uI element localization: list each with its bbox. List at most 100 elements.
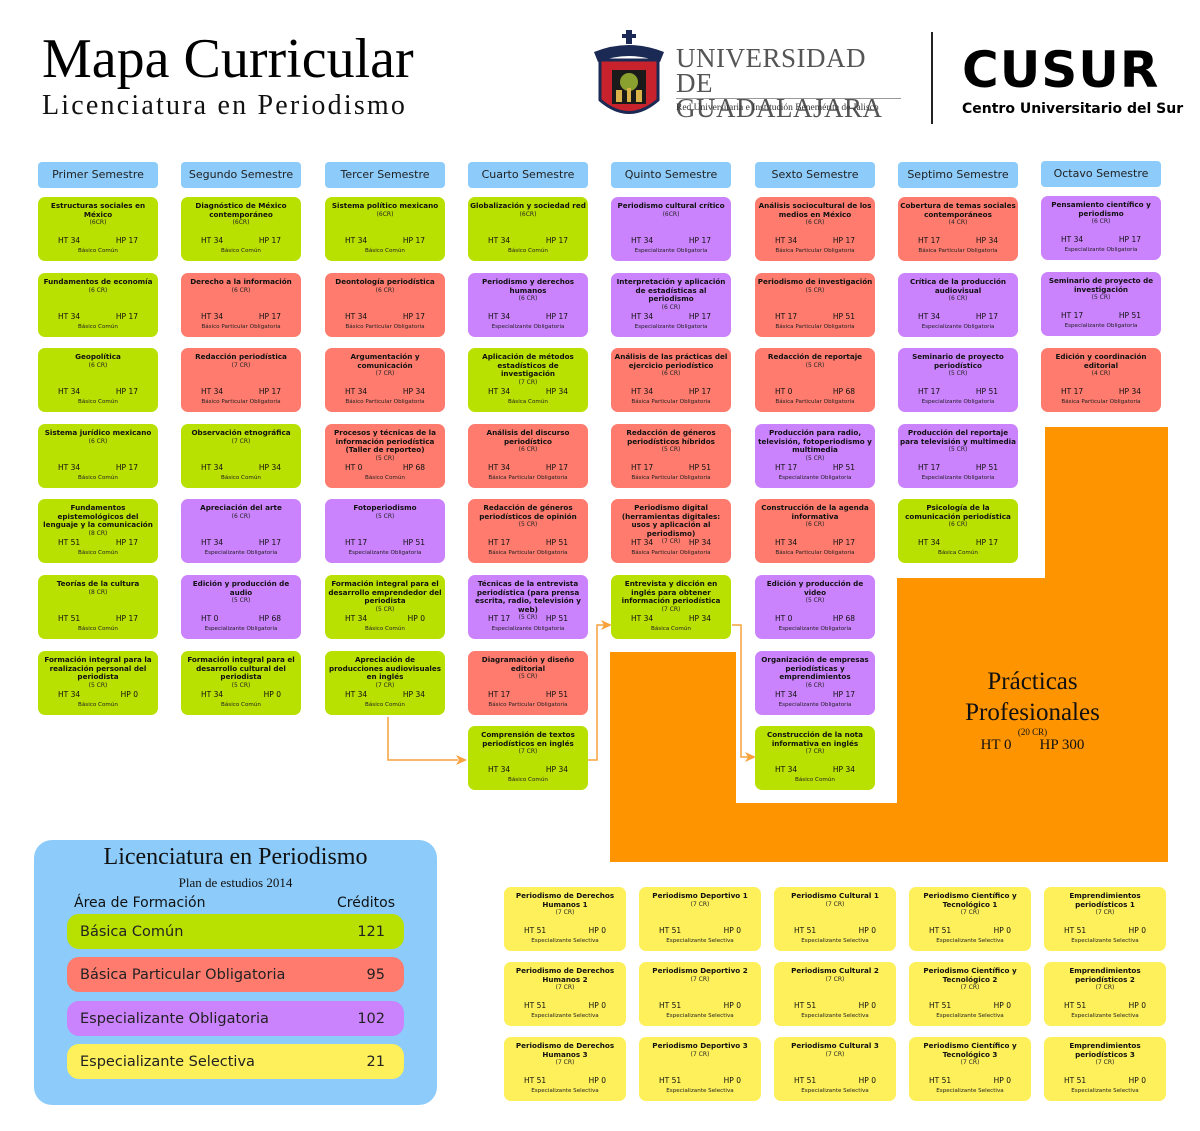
course-card[interactable]: Periodismo digital (herramientas digital… <box>611 499 731 563</box>
course-card[interactable]: Periodismo de Derechos Humanos 1(7 CR)HT… <box>504 887 626 951</box>
cusur-logo: CUSUR <box>962 41 1160 99</box>
course-card[interactable]: Emprendimientos periodísticos 2(7 CR)HT … <box>1044 962 1166 1026</box>
practice-hours: HP 17 <box>975 538 998 547</box>
course-card[interactable]: Interpretación y aplicación de estadísti… <box>611 273 731 337</box>
course-card[interactable]: Fundamentos epistemológicos del lenguaje… <box>38 499 158 563</box>
course-card[interactable]: Periodismo Científico y Tecnológico 2(7 … <box>909 962 1031 1026</box>
course-card[interactable]: Crítica de la producción audiovisual(6 C… <box>898 273 1018 337</box>
course-card[interactable]: Construcción de la nota informativa en i… <box>755 726 875 790</box>
course-card[interactable]: Pensamiento científico y periodismo(6 CR… <box>1041 196 1161 260</box>
course-card[interactable]: Entrevista y dicción en inglés para obte… <box>611 575 731 639</box>
course-card[interactable]: Análisis del discurso periodístico(6 CR)… <box>468 424 588 488</box>
practice-hours: HP 0 <box>588 926 606 935</box>
course-area: Especializante Obligatoria <box>491 626 565 632</box>
course-card[interactable]: Estructuras sociales en México(6CR)HT 34… <box>38 197 158 261</box>
course-area: Especializante Selectiva <box>666 1013 734 1019</box>
practice-hours: HP 17 <box>688 312 711 321</box>
course-card[interactable]: Seminario de proyecto de investigación(5… <box>1041 272 1161 336</box>
course-card[interactable]: Formación integral para el desarrollo em… <box>325 575 445 639</box>
course-card[interactable]: Diagnóstico de México contemporáneo(6CR)… <box>181 197 301 261</box>
course-card[interactable]: Psicología de la comunicación periodísti… <box>898 499 1018 563</box>
practice-hours: HP 68 <box>402 463 425 472</box>
course-card[interactable]: Diagramación y diseño editorial(5 CR)HT … <box>468 651 588 715</box>
course-card[interactable]: Periodismo de Derechos Humanos 2(7 CR)HT… <box>504 962 626 1026</box>
course-credits: (5 CR) <box>1091 294 1111 302</box>
practice-hours: HP 0 <box>1128 1076 1146 1085</box>
course-card[interactable]: Análisis sociocultural de los medios en … <box>755 197 875 261</box>
course-area: Especializante Obligatoria <box>778 626 852 632</box>
theory-hours: HT 51 <box>1064 1076 1087 1085</box>
course-card[interactable]: Seminario de proyecto periodístico(5 CR)… <box>898 348 1018 412</box>
course-area: Básica Particular Obligatoria <box>631 399 711 405</box>
course-card[interactable]: Procesos y técnicas de la información pe… <box>325 424 445 488</box>
course-card[interactable]: Periodismo y derechos humanos(6 CR)HT 34… <box>468 273 588 337</box>
practice-hours: HP 0 <box>263 690 281 699</box>
course-card[interactable]: Emprendimientos periodísticos 3(7 CR)HT … <box>1044 1037 1166 1101</box>
practice-hours: HP 34 <box>545 387 568 396</box>
course-area: Básico Común <box>78 475 118 481</box>
course-card[interactable]: Técnicas de la entrevista periodística (… <box>468 575 588 639</box>
theory-hours: HT 34 <box>58 387 81 396</box>
course-card[interactable]: Redacción de géneros periodísticos híbri… <box>611 424 731 488</box>
course-card[interactable]: Periodismo Científico y Tecnológico 1(7 … <box>909 887 1031 951</box>
practice-hours: HP 17 <box>402 312 425 321</box>
course-credits: (6CR) <box>89 219 107 227</box>
course-card[interactable]: Redacción de géneros periodísticos de op… <box>468 499 588 563</box>
course-card[interactable]: Comprensión de textos periodísticos en i… <box>468 726 588 790</box>
practice-hours: HP 51 <box>832 312 855 321</box>
course-card[interactable]: Periodismo de Derechos Humanos 3(7 CR)HT… <box>504 1037 626 1101</box>
course-card[interactable]: Producción del reportaje para televisión… <box>898 424 1018 488</box>
course-card[interactable]: Periodismo Científico y Tecnológico 3(7 … <box>909 1037 1031 1101</box>
course-card[interactable]: Análisis de las prácticas del ejercicio … <box>611 348 731 412</box>
course-card[interactable]: Formación integral para la realización p… <box>38 651 158 715</box>
course-area: Especializante Selectiva <box>936 938 1004 944</box>
course-area: Básico Común <box>78 626 118 632</box>
course-card[interactable]: Apreciación de producciones audiovisuale… <box>325 651 445 715</box>
course-card[interactable]: Organización de empresas periodísticas y… <box>755 651 875 715</box>
course-card[interactable]: Producción para radio, televisión, fotop… <box>755 424 875 488</box>
course-card[interactable]: Formación integral para el desarrollo cu… <box>181 651 301 715</box>
practice-hours: HP 0 <box>407 614 425 623</box>
course-card[interactable]: Construcción de la agenda informativa(6 … <box>755 499 875 563</box>
theory-hours: HT 34 <box>201 236 224 245</box>
course-name: Periodismo Cultural 2 <box>791 966 879 975</box>
course-card[interactable]: Emprendimientos periodísticos 1(7 CR)HT … <box>1044 887 1166 951</box>
course-card[interactable]: Aplicación de métodos estadísticos de in… <box>468 348 588 412</box>
course-credits: (5 CR) <box>948 446 968 454</box>
course-card[interactable]: Cobertura de temas sociales contemporáne… <box>898 197 1018 261</box>
course-card[interactable]: Edición y coordinación editorial(4 CR)HT… <box>1041 348 1161 412</box>
course-credits: (5 CR) <box>375 605 395 613</box>
theory-hours: HT 0 <box>775 614 793 623</box>
course-credits: (5 CR) <box>805 597 825 605</box>
